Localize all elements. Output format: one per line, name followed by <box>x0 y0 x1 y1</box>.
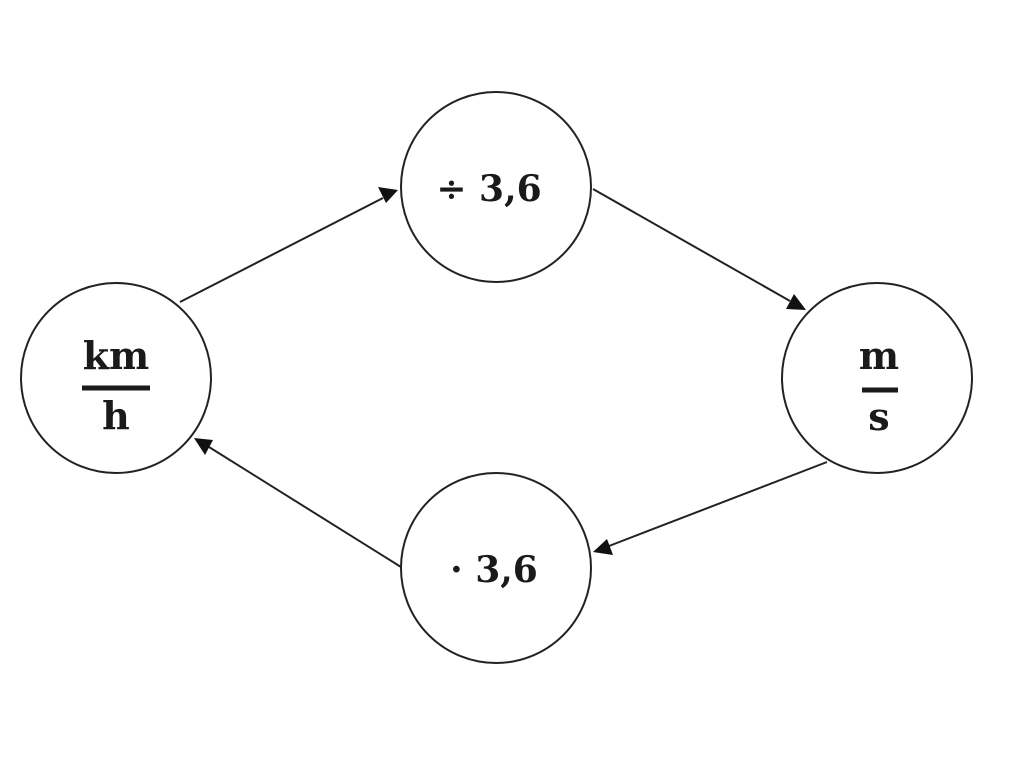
multiply-label: · 3,6 <box>450 549 538 591</box>
arrow-kmh-to-divide <box>179 187 398 303</box>
node-multiply: · 3,6 <box>400 472 592 664</box>
arrow-divide-to-ms <box>592 188 806 310</box>
node-kmh: km h <box>20 282 212 474</box>
node-ms-circle <box>781 282 973 474</box>
kmh-denominator: h <box>102 393 130 438</box>
node-kmh-circle <box>20 282 212 474</box>
node-divide: ÷ 3,6 <box>400 91 592 283</box>
divide-label: ÷ 3,6 <box>436 168 541 210</box>
arrow-multiply-to-kmh <box>194 438 402 568</box>
ms-denominator: s <box>868 394 889 439</box>
node-divide-circle <box>400 91 592 283</box>
node-ms: m s <box>781 282 973 474</box>
node-multiply-circle <box>400 472 592 664</box>
arrow-ms-to-multiply <box>593 461 828 555</box>
ms-numerator: m <box>859 333 899 378</box>
kmh-numerator: km <box>83 333 150 378</box>
